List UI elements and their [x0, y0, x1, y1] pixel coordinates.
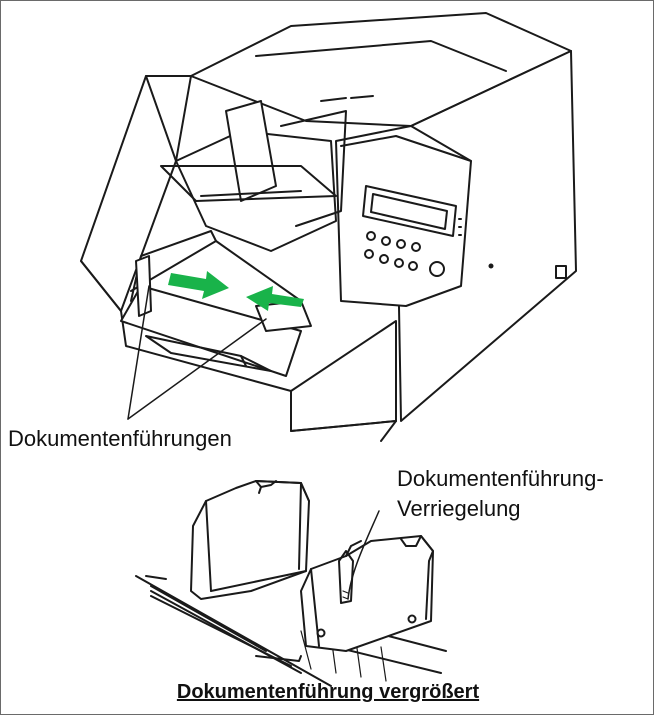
label-guide-lock-line2: Verriegelung: [397, 496, 521, 521]
scanner-illustration: [80, 12, 577, 442]
direction-arrow-icon: [168, 271, 304, 311]
label-guide-lock-line1: Dokumentenführung-: [397, 466, 604, 491]
label-document-guides: Dokumentenführungen: [8, 426, 232, 451]
closeup-caption: Dokumentenführung vergrößert: [176, 681, 480, 703]
guides-leader-lines: [127, 285, 267, 420]
guide-closeup-illustration: [135, 480, 447, 687]
